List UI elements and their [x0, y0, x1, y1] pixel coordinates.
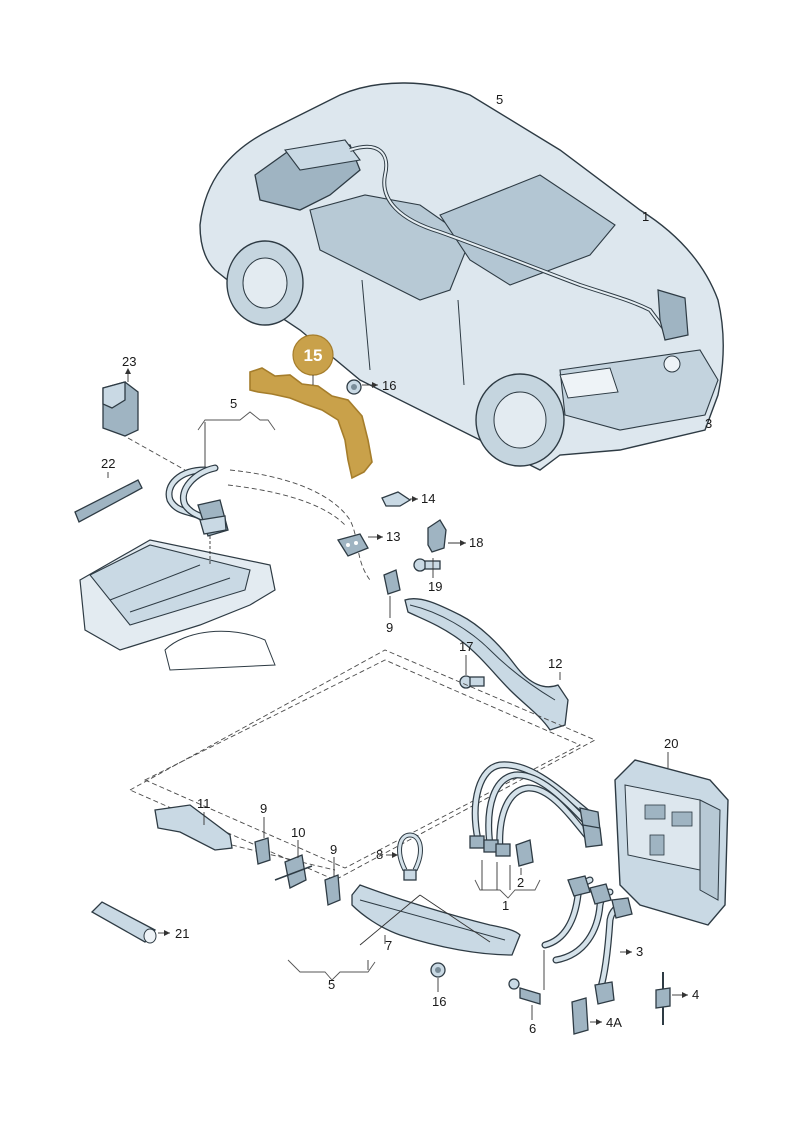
part-4-sensor[interactable]: [655, 972, 671, 1025]
callout-10[interactable]: 10: [291, 825, 305, 840]
vehicle-illustration: [199, 82, 724, 471]
callout-16-top[interactable]: 16: [382, 378, 396, 393]
part-12-cable-guide[interactable]: [404, 598, 569, 731]
callout-9-center[interactable]: 9: [330, 842, 337, 857]
car-headlight: [559, 367, 619, 399]
callout-4[interactable]: 4: [692, 987, 699, 1002]
callout-2[interactable]: 2: [517, 875, 524, 890]
callout-5-upper[interactable]: 5: [230, 396, 237, 411]
vehicle-floor-tray: [79, 536, 276, 671]
part-22-foam-strip[interactable]: [74, 479, 143, 523]
car-emblem: [663, 355, 681, 373]
callout-1[interactable]: 1: [502, 898, 509, 913]
callout-6[interactable]: 6: [529, 1021, 536, 1036]
callout-7[interactable]: 7: [385, 938, 392, 953]
callout-1-car[interactable]: 1: [642, 209, 649, 224]
callout-23[interactable]: 23: [122, 354, 136, 369]
part-4a-bracket[interactable]: [571, 997, 589, 1035]
callout-13[interactable]: 13: [386, 529, 400, 544]
callout-9-left[interactable]: 9: [260, 801, 267, 816]
part-6-bolt[interactable]: [508, 978, 541, 1005]
callout-3-car[interactable]: 3: [705, 416, 712, 431]
callout-5-lower[interactable]: 5: [328, 977, 335, 992]
car-roof-window: [309, 194, 471, 301]
car-door-line: [361, 279, 371, 371]
callout-21[interactable]: 21: [175, 926, 189, 941]
part-9-clamp-center[interactable]: [324, 874, 341, 906]
part-16-nut-top[interactable]: [346, 379, 362, 395]
car-door-line-2: [457, 299, 465, 386]
callout-14[interactable]: 14: [421, 491, 435, 506]
car-power-electronics: [657, 289, 689, 341]
car-harness-inner: [349, 145, 666, 331]
car-battery-lid: [284, 139, 361, 171]
part-9-clamp-left[interactable]: [254, 837, 271, 865]
part-18-bracket[interactable]: [427, 519, 447, 553]
upper-hv-cable[interactable]: [165, 464, 229, 537]
callout-17[interactable]: 17: [459, 639, 473, 654]
part-16-nut-bottom[interactable]: [430, 962, 446, 978]
callout-16-bottom[interactable]: 16: [432, 994, 446, 1009]
part-7-cable-guide[interactable]: [351, 884, 521, 956]
callout-11[interactable]: 11: [197, 796, 211, 811]
callout-19[interactable]: 19: [428, 579, 442, 594]
part-17-stud[interactable]: [459, 675, 485, 689]
callout-8[interactable]: 8: [376, 847, 383, 862]
part-13-connector[interactable]: [336, 533, 369, 557]
part-2-bracket[interactable]: [515, 839, 534, 867]
car-windshield: [439, 174, 616, 286]
part-10-holder[interactable]: [274, 854, 313, 889]
callout-18[interactable]: 18: [469, 535, 483, 550]
part-9-clamp-upper[interactable]: [383, 569, 401, 595]
callout-4a[interactable]: 4A: [606, 1015, 622, 1030]
part-21-sleeve[interactable]: [90, 901, 157, 944]
part-11-cover[interactable]: [154, 804, 233, 851]
part-14-clip[interactable]: [381, 491, 412, 507]
callout-20[interactable]: 20: [664, 736, 678, 751]
part-8-cable-tie[interactable]: [397, 832, 423, 881]
callout-labels: 5 1 3 23 16 5 22 14 13 18 19 9 17 12 20 …: [101, 92, 712, 1036]
car-front-wheel: [475, 373, 565, 467]
car-rear-wheel: [226, 240, 304, 326]
callout-3[interactable]: 3: [636, 944, 643, 959]
part-1-hv-cable-bundle[interactable]: [469, 761, 603, 857]
part-3-hv-cable[interactable]: [541, 875, 633, 1005]
callout-5-car[interactable]: 5: [496, 92, 503, 107]
part-15-cover: [249, 367, 373, 480]
part-20-power-electronics[interactable]: [614, 759, 729, 926]
part-15-highlighted[interactable]: 15: [249, 334, 373, 480]
part-19-bolt[interactable]: [413, 558, 441, 572]
part-15-badge-label: 15: [304, 346, 323, 365]
part-23-bracket[interactable]: [102, 381, 139, 437]
callout-22[interactable]: 22: [101, 456, 115, 471]
callout-9-upper[interactable]: 9: [386, 620, 393, 635]
callout-12[interactable]: 12: [548, 656, 562, 671]
